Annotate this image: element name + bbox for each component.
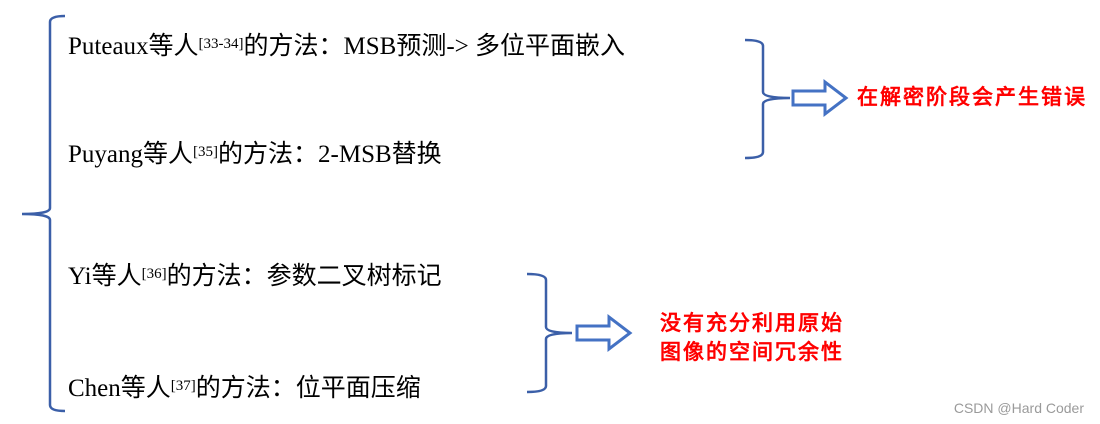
method-item: Chen等人[37]的方法：位平面压缩 bbox=[68, 375, 421, 402]
citation: [36] bbox=[141, 266, 167, 282]
method-item: Yi等人[36]的方法：参数二叉树标记 bbox=[68, 263, 442, 290]
method-item: Puteaux等人[33-34]的方法：MSB预测-> 多位平面嵌入 bbox=[68, 33, 626, 60]
brace-group1 bbox=[744, 38, 791, 160]
left-brace bbox=[21, 14, 66, 413]
arrow-icon bbox=[575, 313, 633, 353]
citation: [33-34] bbox=[198, 36, 244, 52]
method-item: Puyang等人[35]的方法：2-MSB替换 bbox=[68, 141, 442, 168]
citation: [37] bbox=[170, 378, 196, 394]
conclusion-line1: 没有充分利用原始 bbox=[660, 310, 844, 335]
citation: [35] bbox=[193, 144, 219, 160]
conclusion-decryption-error: 在解密阶段会产生错误 bbox=[857, 84, 1087, 109]
arrow-icon bbox=[791, 78, 849, 118]
watermark: CSDN @Hard Coder bbox=[953, 400, 1084, 416]
brace-group2 bbox=[526, 272, 573, 394]
conclusion-line2: 图像的空间冗余性 bbox=[660, 339, 844, 364]
